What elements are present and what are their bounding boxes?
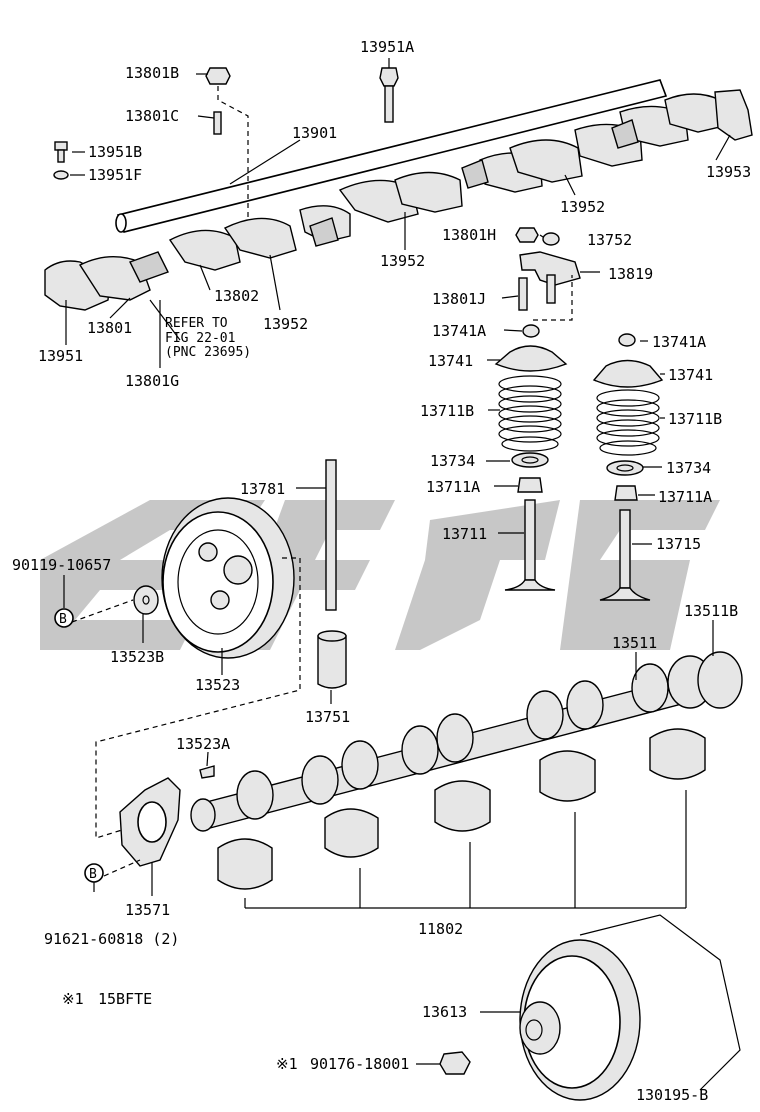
spring-13711B-left — [498, 375, 562, 452]
label-13711B-left: 13711B — [420, 402, 474, 420]
note-mark-1: ※1 — [62, 990, 84, 1008]
label-11802: 11802 — [418, 920, 463, 938]
label-13523A: 13523A — [176, 735, 230, 753]
label-13801C: 13801C — [125, 107, 179, 125]
svg-text:B: B — [59, 612, 67, 627]
bolt-90176 — [439, 1051, 471, 1075]
note-mark-2: ※1 — [276, 1055, 298, 1073]
label-13613: 13613 — [422, 1003, 467, 1021]
label-13741A-right: 13741A — [652, 333, 706, 351]
label-13781: 13781 — [240, 480, 285, 498]
figure-code: 130195-B — [636, 1086, 708, 1104]
retainer-13741-right — [592, 333, 664, 388]
watermark-logo — [40, 500, 720, 650]
rocker-shaft-13901 — [115, 79, 668, 233]
label-90119-10657: 90119-10657 — [12, 556, 111, 574]
label-13953: 13953 — [706, 163, 751, 181]
reference-note-line1: REFER TO — [165, 316, 228, 331]
key-13523A — [199, 765, 215, 779]
label-13952-a: 13952 — [560, 198, 605, 216]
rocker-arm-13819 — [519, 251, 581, 304]
label-13741A-left: 13741A — [432, 322, 486, 340]
screw-13801C — [213, 111, 222, 135]
label-13711: 13711 — [442, 525, 487, 543]
svg-text:B: B — [89, 867, 97, 882]
label-13751: 13751 — [305, 708, 350, 726]
gear-13523 — [161, 497, 295, 659]
bolt-13951A — [379, 67, 399, 123]
note-text-15BFTE: 15BFTE — [98, 990, 152, 1008]
washer-13523B — [133, 585, 159, 615]
label-13734-left: 13734 — [430, 452, 475, 470]
screw-13801J — [518, 277, 528, 311]
seat-13734-left — [511, 452, 549, 468]
retainer-13741-left — [494, 324, 568, 372]
valve-13711 — [504, 499, 556, 591]
label-13951: 13951 — [38, 347, 83, 365]
camshaft-13511 — [190, 651, 743, 832]
label-91621-60818: 91621-60818 (2) — [44, 930, 179, 948]
label-13952-c: 13952 — [263, 315, 308, 333]
label-13511: 13511 — [612, 634, 657, 652]
label-13819: 13819 — [608, 265, 653, 283]
dashed-reference-lines — [71, 86, 573, 877]
cap-13752 — [542, 232, 560, 246]
part-labels: 13951A 13801B 13801C 13901 13951B 13951F… — [12, 38, 751, 1104]
bolt-13951B — [54, 141, 68, 163]
label-13801G: 13801G — [125, 372, 179, 390]
washer-13951F — [53, 170, 69, 180]
label-13523: 13523 — [195, 676, 240, 694]
label-13901: 13901 — [292, 124, 337, 142]
gear-13613 — [519, 914, 741, 1101]
label-13802: 13802 — [214, 287, 259, 305]
nut-13801H — [515, 227, 539, 243]
label-13741-right: 13741 — [668, 366, 713, 384]
reference-note-line2: FIG 22-01 — [165, 331, 235, 346]
seal-13711A-left — [517, 477, 543, 493]
label-13951F: 13951F — [88, 166, 142, 184]
label-13951B: 13951B — [88, 143, 142, 161]
pushrod-13781 — [325, 459, 337, 611]
circle-b-marker-upper: B — [54, 608, 74, 628]
thrust-plate-13571 — [119, 777, 181, 867]
label-13741-left: 13741 — [428, 352, 473, 370]
label-13752: 13752 — [587, 231, 632, 249]
label-13951A: 13951A — [360, 38, 414, 56]
label-13801H: 13801H — [442, 226, 496, 244]
bearings-11802 — [217, 728, 706, 890]
label-13715: 13715 — [656, 535, 701, 553]
label-13734-right: 13734 — [666, 459, 711, 477]
leader-lines — [63, 58, 731, 1065]
bolt-13801B — [205, 67, 231, 85]
lifter-13751 — [317, 630, 347, 689]
rocker-arms-row — [44, 89, 753, 311]
label-13952-b: 13952 — [380, 252, 425, 270]
seat-13734-right — [606, 460, 644, 476]
label-13711A-left: 13711A — [426, 478, 480, 496]
valve-13715 — [599, 509, 651, 601]
label-13801: 13801 — [87, 319, 132, 337]
label-90176-18001: 90176-18001 — [310, 1055, 409, 1073]
label-13511B: 13511B — [684, 602, 738, 620]
label-13711B-right: 13711B — [668, 410, 722, 428]
circle-b-marker-lower: B — [84, 863, 104, 883]
label-13523B: 13523B — [110, 648, 164, 666]
reference-note-line3: (PNC 23695) — [165, 345, 251, 360]
spring-13711B-right — [596, 389, 660, 456]
label-13801J: 13801J — [432, 290, 486, 308]
label-13711A-right: 13711A — [658, 488, 712, 506]
label-13571: 13571 — [125, 901, 170, 919]
label-13801B: 13801B — [125, 64, 179, 82]
seal-13711A-right — [614, 485, 638, 501]
